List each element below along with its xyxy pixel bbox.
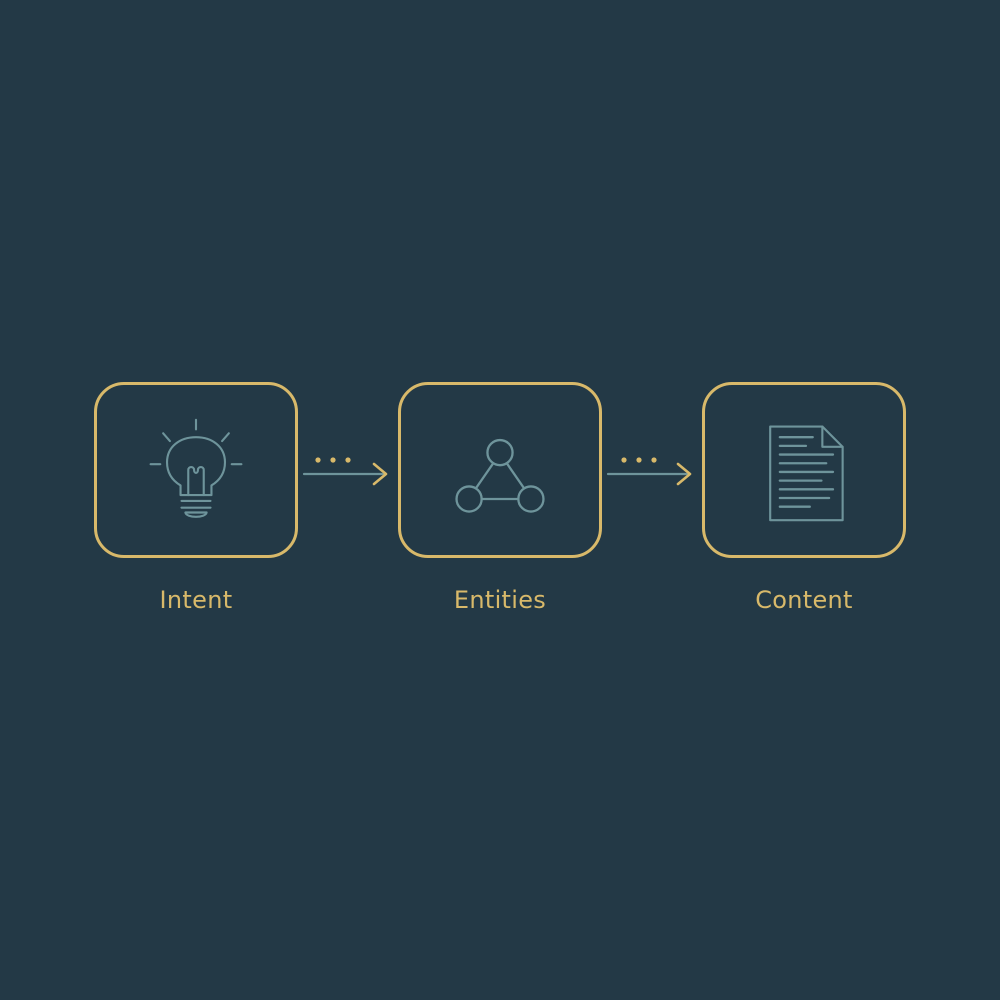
network-graph-icon: [455, 438, 545, 513]
entities-step-box: [398, 382, 602, 558]
flow-arrow-1: [302, 457, 388, 486]
entities-label: Entities: [453, 586, 547, 614]
intent-step-box: [94, 382, 298, 558]
flow-arrow-2: [606, 457, 692, 486]
document-icon: [769, 425, 844, 522]
intent-label: Intent: [159, 586, 233, 614]
content-label: Content: [755, 586, 853, 614]
lightbulb-icon: [149, 418, 243, 518]
content-step-box: [702, 382, 906, 558]
